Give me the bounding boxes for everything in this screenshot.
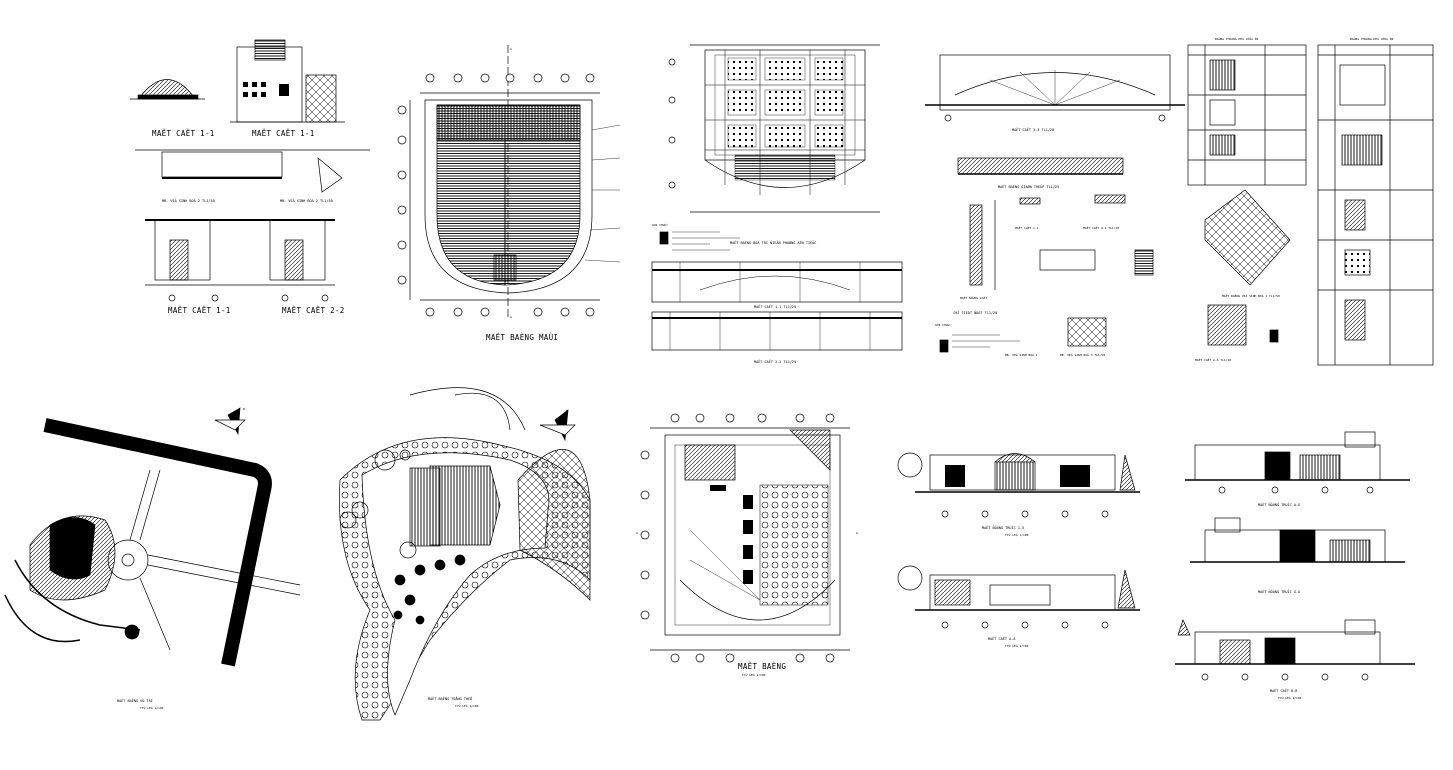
panel-site-plan — [4, 407, 301, 667]
scale-site-plan: TYÛ LEÄ 1/100 — [140, 705, 164, 710]
title-steel-beam: MAËT BAÈNG GIAØN THEÙP TL1/25 — [998, 184, 1059, 189]
panel-elevations-right — [1175, 431, 1415, 681]
scale-landscape: TYÛ LEÄ 1/100 — [455, 703, 479, 708]
north-label-landscape: B — [566, 409, 568, 413]
panel-small-sections — [130, 39, 370, 302]
title-wc-plan-2: MB. VEÄ SINH BOÄ 2 — [1005, 352, 1038, 357]
title-cut-aa-small: MAËT CAËT A-A TL1/10 — [1195, 357, 1231, 362]
title-section-11-scale: MAËT CAËT 1-1 TL1/25 — [754, 304, 796, 309]
panel-roof-plan — [397, 45, 621, 320]
title-p1-detail-b: MB. VEÄ SINH BOÄ 2 TL1/50 — [280, 198, 333, 203]
title-roof-plan: MAËT BAÈNG MAÙI — [486, 333, 558, 342]
title-wc-plan-1: MAËT BAÈNG VEÄ SINH BOÄ 1 TL1/50 — [1222, 293, 1280, 298]
title-cut-bb: MAËT CAËT B-B — [1270, 688, 1297, 693]
title-elev-g-a: MAËT ÑÖÙNG TRUÏC G-A — [1258, 589, 1301, 594]
table-b-header: BAÛNG THOÁNG KEÂ CÖÛA ÑI — [1350, 36, 1394, 41]
title-p1-cut-22: MAËT CAËT 2-2 — [282, 306, 345, 315]
title-section-33: MAËT CAËT 3-3 TL1/20 — [1012, 127, 1054, 132]
panel-banquet-plan — [651, 44, 903, 351]
section-marker-plan-right: A — [856, 531, 858, 535]
panel-elevations-mid — [897, 452, 1140, 629]
panel-truss-details — [925, 54, 1185, 353]
scale-cut-aa: TYÛ LEÄ 1/100 — [1005, 643, 1029, 648]
section-marker-plan-left: A — [636, 531, 638, 535]
notes-banquet: GHI CHUÙ: — [652, 222, 668, 227]
title-floor-plan: MAËT BAÈNG — [738, 662, 786, 671]
title-furniture-plan: MAËT BAÈNG BOÁ TRÍ ÑIEÄN PHOØNG AÊN TIEÄ… — [730, 240, 816, 245]
title-elev-1-5: MAËT ÑÖÙNG TRUÏC 1-5 — [982, 525, 1024, 530]
panel-door-schedules — [1187, 44, 1434, 366]
title-joint: CHI TIEÁT ÑOÁT TL1/20 — [953, 310, 997, 315]
title-site-plan: MAËT BAÈNG VÒ TRÍ — [117, 698, 153, 703]
title-column: MAËT ÑÖÙNG COÄT — [960, 295, 987, 300]
table-a-header: BAÛNG THOÁNG KEÂ CÖÛA ÑI — [1215, 36, 1259, 41]
title-p1-section-11: MAËT CAËT 1-1 — [152, 129, 215, 138]
scale-elev-1-5: TYÛ LEÄ 1/100 — [1005, 532, 1029, 537]
title-p1-detail-a: MB. VEÄ SINH BOÄ 2 TL1/50 — [162, 198, 215, 203]
notes-truss: GHI CHUÙ: — [935, 322, 951, 327]
title-wc-plan-3: MB. VEÄ SINH BOÄ 3 TL1/50 — [1060, 352, 1105, 357]
panel-floor-plan — [640, 413, 850, 663]
title-elev-a-g: MAËT ÑÖÙNG TRUÏC A-G — [1258, 502, 1300, 507]
north-label-site: B — [243, 407, 245, 411]
panel-landscape-plan — [339, 387, 591, 721]
title-section-22-scale: MAËT CAËT 2-2 TL1/25 — [754, 359, 796, 364]
title-p1-cut-11: MAËT CAËT 1-1 — [168, 306, 231, 315]
title-cut-aa: MAËT CAËT A-A — [988, 636, 1016, 641]
section-marker-roof-bottom: A — [510, 315, 512, 319]
title-detail-cut-22: MAËT CAËT 2-2 TL1/10 — [1083, 225, 1119, 230]
scale-cut-bb: TYÛ LEÄ 1/100 — [1278, 695, 1302, 700]
title-detail-cut-11: MAËT CAËT 1-1 — [1015, 225, 1039, 230]
title-p1-section-11b: MAËT CAËT 1-1 — [252, 129, 315, 138]
title-landscape: MAËT BAÈNG TOÅNG THEÅ — [428, 696, 473, 701]
scale-floor-plan: TYÛ LEÄ 1/100 — [742, 672, 766, 677]
section-marker-roof-top: A — [510, 47, 512, 51]
